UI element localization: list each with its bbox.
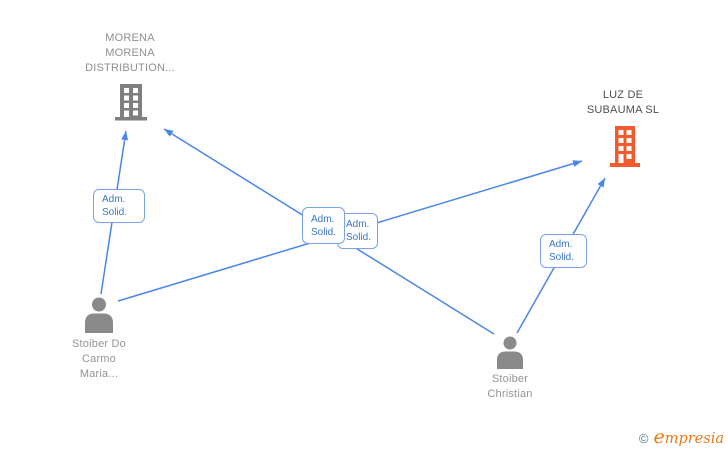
person-label-stoiber-do-carmo: Stoiber Do Carmo Maria... — [27, 337, 171, 382]
company-node-morena[interactable] — [114, 84, 148, 126]
company-label-line: SUBAUMA SL — [586, 104, 660, 116]
person-label-line: Christian — [487, 388, 533, 400]
edge-label-docarmo-morena[interactable]: Adm. Solid. — [93, 189, 145, 223]
person-node-stoiber-do-carmo[interactable] — [82, 297, 116, 338]
company-label-line: MORENA — [105, 32, 155, 44]
empresia-brand-initial: e — [653, 426, 665, 448]
building-icon — [114, 84, 148, 125]
building-icon — [610, 126, 640, 171]
person-label-line: Carmo — [81, 353, 116, 365]
edge-label-christian-luz[interactable]: Adm. Solid. — [540, 234, 587, 268]
edge-label-line: Adm. — [102, 194, 126, 205]
company-label-line: LUZ DE — [602, 89, 644, 101]
person-icon — [494, 336, 526, 373]
edge-label-christian-morena[interactable]: Adm. Solid. — [302, 207, 345, 244]
company-node-luz[interactable] — [610, 126, 640, 172]
person-icon — [82, 297, 116, 337]
person-label-line: Stoiber Do — [72, 338, 126, 350]
edge-label-line: Adm. — [311, 213, 335, 225]
company-label-line: MORENA — [105, 47, 155, 59]
copyright-icon: © — [638, 431, 649, 446]
company-label-line: DISTRIBUTION... — [85, 62, 175, 74]
person-label-line: Stoiber — [491, 373, 529, 385]
edge-label-line: Adm. — [549, 239, 573, 250]
empresia-brand-rest: mpresia — [664, 431, 724, 447]
edge-label-line: Solid. — [549, 252, 575, 263]
person-label-line: Maria... — [79, 368, 119, 380]
edge-label-line: Adm. — [346, 219, 370, 230]
edge-label-line: Solid. — [346, 232, 372, 243]
company-label-luz: LUZ DE SUBAUMA SL — [548, 88, 698, 118]
person-node-stoiber-christian[interactable] — [494, 336, 526, 374]
edge-label-line: Solid. — [311, 226, 337, 238]
company-label-morena: MORENA MORENA DISTRIBUTION... — [55, 31, 205, 76]
person-label-stoiber-christian: Stoiber Christian — [438, 372, 582, 402]
empresia-brand-text: empresia — [653, 428, 724, 448]
edge-label-line: Solid. — [102, 207, 128, 218]
empresia-logo[interactable]: © empresia — [638, 428, 724, 448]
